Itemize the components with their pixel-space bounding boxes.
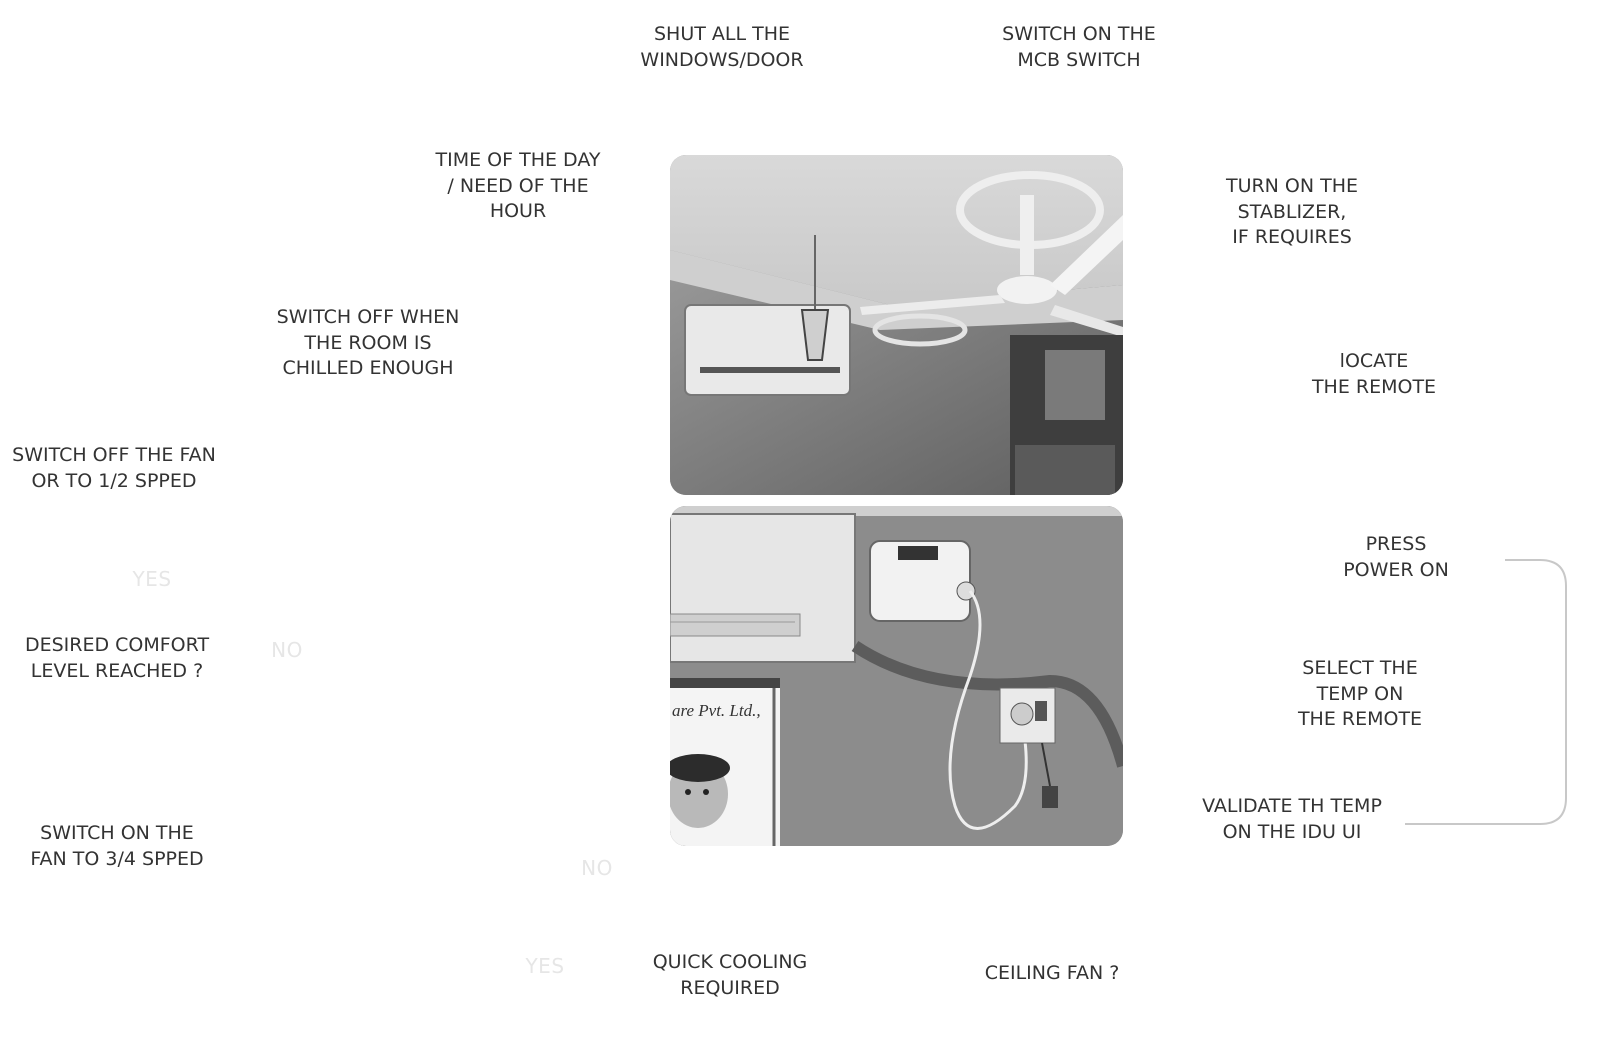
step-switch-off-when-chilled: SWITCH OFF WHEN THE ROOM IS CHILLED ENOU… — [276, 306, 460, 379]
step-press-power-on: PRESS POWER ON — [1343, 533, 1449, 581]
photo-ceiling-fan-room — [670, 155, 1123, 495]
step-switch-on-fan: SWITCH ON THE FAN TO 3/4 SPPED — [30, 822, 204, 870]
branch-comfort-yes: YES — [132, 567, 172, 591]
decision-ceiling-fan: CEILING FAN ? — [984, 962, 1120, 984]
step-time-of-day: TIME OF THE DAY / NEED OF THE HOUR — [435, 149, 601, 222]
step-turn-on-stabilizer: TURN ON THE STABLIZER, IF REQUIRES — [1225, 175, 1359, 248]
photo-ac-stabilizer-wall: are Pvt. Ltd., — [670, 506, 1123, 846]
step-switch-off-fan: SWITCH OFF THE FAN OR TO 1/2 SPPED — [12, 444, 216, 492]
branch-cooling-yes: YES — [525, 954, 565, 978]
step-switch-on-mcb: SWITCH ON THE MCB SWITCH — [1002, 23, 1156, 71]
step-select-temp: SELECT THE TEMP ON THE REMOTE — [1297, 657, 1423, 730]
decision-quick-cooling: QUICK COOLING REQUIRED — [652, 951, 808, 999]
decision-desired-comfort: DESIRED COMFORT LEVEL REACHED ? — [24, 634, 210, 682]
step-validate-temp: VALIDATE TH TEMP ON THE IDU UI — [1202, 795, 1382, 843]
step-locate-remote: lOCATE THE REMOTE — [1311, 350, 1437, 398]
step-shut-windows: SHUT ALL THE WINDOWS/DOOR — [640, 23, 804, 71]
branch-cooling-no: NO — [581, 856, 613, 880]
wall-poster-text: are Pvt. Ltd., — [672, 701, 761, 720]
branch-comfort-no: NO — [271, 638, 303, 662]
